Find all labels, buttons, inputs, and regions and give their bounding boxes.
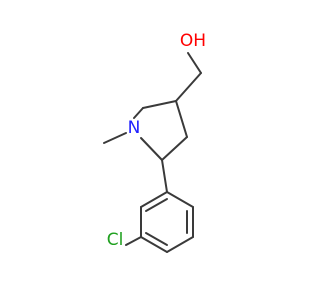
bond-c4-c5 [161, 136, 188, 161]
bond-c2-n [133, 107, 144, 119]
molecule-diagram: OH N Cl [103, 31, 206, 253]
bond-oh-ch2 [187, 52, 202, 74]
bond-n-methyl [103, 132, 127, 144]
bond-ch2-c3 [175, 72, 202, 102]
bond-c3-c2 [142, 100, 177, 109]
bond-ar6-ar1 [166, 191, 194, 208]
atom-label-group: OH N Cl [107, 31, 206, 250]
nitrogen-label: N [128, 118, 141, 138]
structure-canvas: OH N Cl [103, 31, 206, 253]
bond-c3-c4 [175, 100, 188, 138]
hydroxyl-label: OH [180, 31, 206, 51]
bond-c5-n [140, 137, 163, 161]
bond-ar3-ar4 [140, 236, 168, 253]
chlorine-label: Cl [107, 230, 124, 250]
bond-c5-phenyl [161, 159, 168, 193]
bond-ar4-ar5 [166, 236, 194, 253]
bond-ar1-ar2 [140, 191, 168, 208]
bond-ar3-ar4-inner [145, 232, 168, 246]
bond-group [103, 52, 202, 253]
bond-ar3-cl [125, 236, 142, 246]
bond-ar1-ar2-inner [145, 198, 168, 212]
